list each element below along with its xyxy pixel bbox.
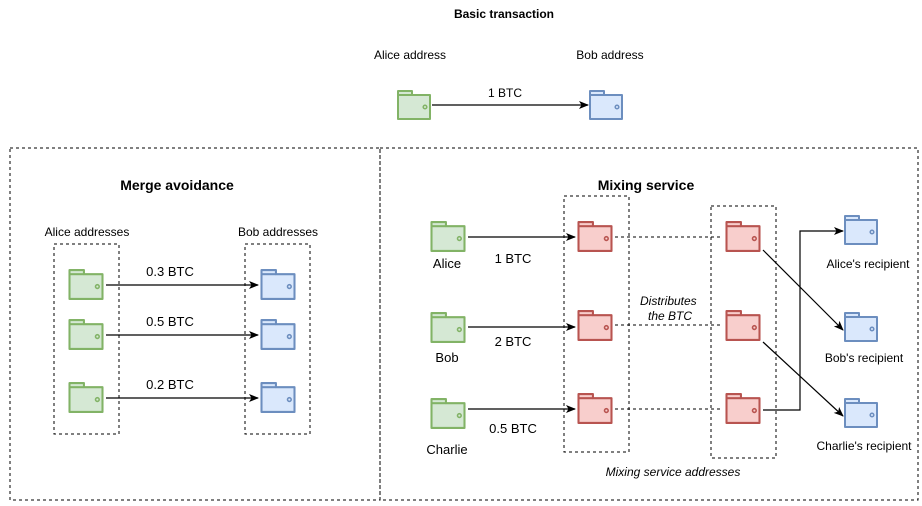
out-arrow-to-charlie-recipient <box>762 341 844 417</box>
mix-amount-2: 2 BTC <box>495 334 532 349</box>
mixing-service-addresses-label: Mixing service addresses <box>606 465 741 479</box>
mix-out-wallet-1-icon <box>725 220 761 253</box>
alice-wallet-1-icon <box>68 268 104 301</box>
alice-addresses-group <box>53 243 120 435</box>
alice-recipient-label: Alice's recipient <box>827 257 911 271</box>
mix-amount-3: 0.5 BTC <box>489 421 537 436</box>
bob-wallet-3-icon <box>260 381 296 414</box>
charlie-recipient-wallet-icon <box>844 398 878 428</box>
mix-in-wallet-3-icon <box>577 392 613 425</box>
bob-addresses-group <box>244 243 311 435</box>
mixing-input-addresses-group <box>563 195 630 453</box>
merge-from-label: Alice addresses <box>45 225 130 239</box>
mix-out-wallet-2-icon <box>725 309 761 342</box>
merge-amount-2: 0.5 BTC <box>146 314 194 329</box>
mix-out-wallet-3-icon <box>725 392 761 425</box>
merge-avoidance-panel <box>9 147 381 501</box>
bob-wallet-1-icon <box>260 268 296 301</box>
basic-title: Basic transaction <box>454 7 554 21</box>
merge-to-label: Bob addresses <box>238 225 318 239</box>
alice-recipient-wallet-icon <box>844 215 878 245</box>
sender-alice-label: Alice <box>433 256 461 271</box>
merge-amount-3: 0.2 BTC <box>146 377 194 392</box>
mix-in-wallet-2-icon <box>577 309 613 342</box>
out-arrow-to-bob-recipient <box>762 249 844 331</box>
basic-to-label: Bob address <box>576 48 643 62</box>
distributes-label-line-1: Distributes <box>640 294 697 308</box>
mixing-output-addresses-group <box>710 205 777 459</box>
sender-bob-wallet-icon <box>430 311 466 344</box>
mixing-title: Mixing service <box>598 177 695 193</box>
out-arrow-to-alice-recipient <box>763 227 844 411</box>
basic-from-label: Alice address <box>374 48 446 62</box>
distributes-label: Distributes the BTC <box>640 294 700 323</box>
sender-charlie-wallet-icon <box>430 397 466 430</box>
distributes-label-line-2: the BTC <box>648 309 692 323</box>
basic-amount-label: 1 BTC <box>488 86 522 100</box>
merge-title: Merge avoidance <box>120 177 234 193</box>
bob-recipient-label: Bob's recipient <box>825 351 904 365</box>
merge-amount-1: 0.3 BTC <box>146 264 194 279</box>
distributes-label-bg <box>632 292 708 324</box>
alice-wallet-2-icon <box>68 318 104 351</box>
sender-bob-label: Bob <box>435 350 458 365</box>
basic-sender-wallet-icon <box>397 90 431 120</box>
bob-wallet-2-icon <box>260 318 296 351</box>
alice-wallet-3-icon <box>68 381 104 414</box>
mix-amount-1: 1 BTC <box>495 251 532 266</box>
basic-recipient-wallet-icon <box>589 90 623 120</box>
mixing-service-panel <box>379 147 919 501</box>
charlie-recipient-label: Charlie's recipient <box>817 439 913 453</box>
sender-alice-wallet-icon <box>430 220 466 253</box>
bob-recipient-wallet-icon <box>844 312 878 342</box>
mix-in-wallet-1-icon <box>577 220 613 253</box>
sender-charlie-label: Charlie <box>426 442 467 457</box>
